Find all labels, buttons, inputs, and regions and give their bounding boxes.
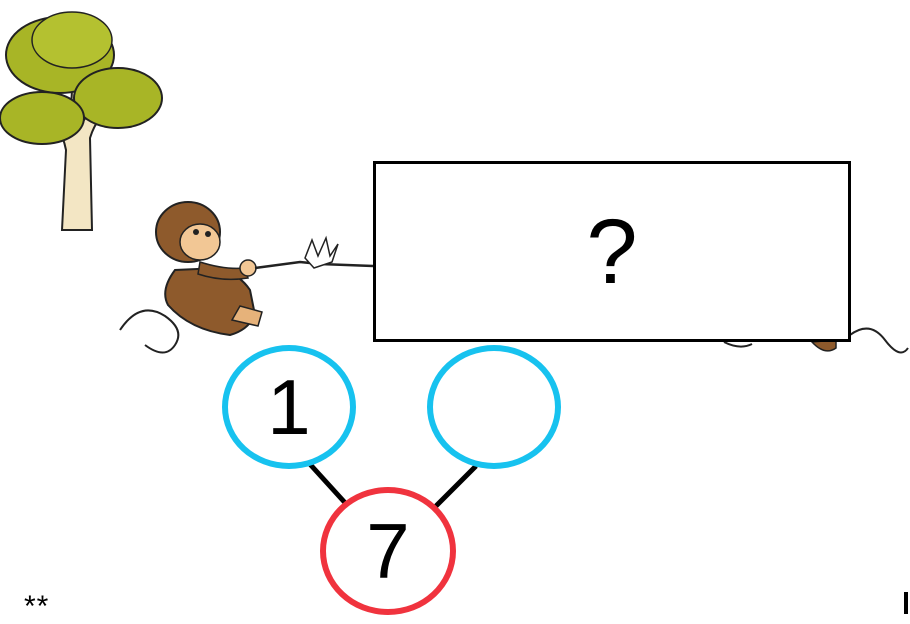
difficulty-stars: ** — [24, 590, 50, 623]
question-mark: ? — [586, 200, 638, 303]
corner-mark — [904, 592, 908, 614]
bond-part-left-value: 1 — [267, 363, 311, 451]
tree-illustration — [0, 11, 163, 231]
bond-line-left — [306, 460, 350, 508]
bond-whole: 7 — [320, 487, 456, 615]
bond-part-left: 1 — [222, 345, 356, 469]
monkey-pulling-rope — [119, 201, 374, 354]
bond-part-right[interactable] — [427, 345, 561, 469]
bond-whole-value: 7 — [366, 507, 410, 595]
question-box: ? — [373, 161, 851, 342]
bond-line-right — [434, 464, 478, 508]
